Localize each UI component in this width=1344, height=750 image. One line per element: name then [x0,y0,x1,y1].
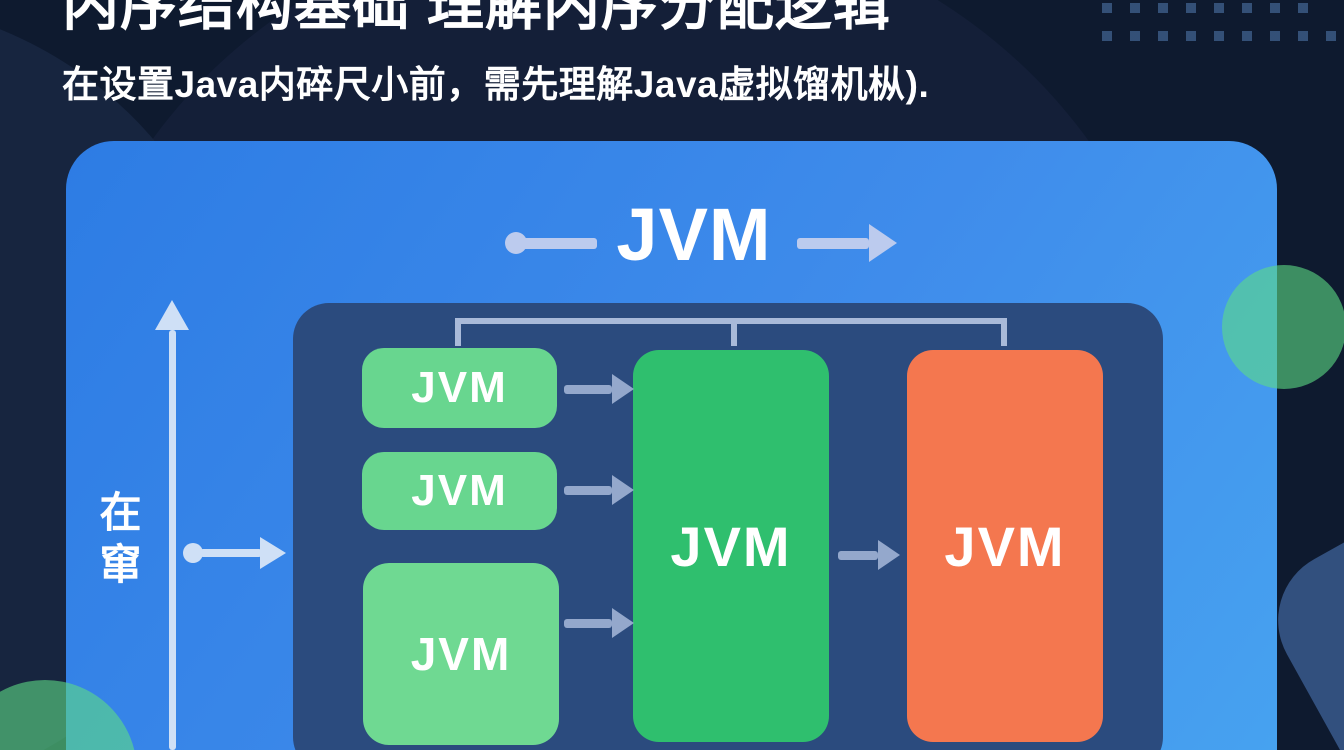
header-line-icon [515,238,597,249]
jvm-merged-box-label: JVM [670,514,792,578]
axis-vertical-label: 在窜 [94,490,141,594]
dot-grid-row-1 [1102,3,1308,13]
axis-horizontal-line [200,549,262,557]
flow-arrow-1-head-icon [612,374,634,404]
page-subtitle: 在设置Java内碎尺小前，需先理解Java虚拟馏机枞). [62,64,930,105]
bracket-tick-right [1001,318,1007,346]
flow-arrow-3-head-icon [612,608,634,638]
flow-arrow-3-icon [564,619,612,628]
jvm-small-box-1-label: JVM [411,363,508,412]
header-right-arrowhead-icon [869,224,897,262]
green-accent-circle-right [1222,265,1344,389]
jvm-tall-box-3: JVM [363,563,559,745]
axis-vertical-line [169,330,176,750]
flow-arrow-2-icon [564,486,612,495]
bracket-tick-left [455,318,461,346]
jvm-small-box-2-label: JVM [411,466,508,515]
jvm-result-box: JVM [907,350,1103,742]
jvm-tall-box-3-label: JVM [410,628,512,680]
axis-origin-dot-icon [183,543,203,563]
header-right-arrow-icon [797,238,869,249]
flow-arrow-2-head-icon [612,475,634,505]
bracket-tick-middle [731,318,737,346]
jvm-small-box-1: JVM [362,348,557,428]
page-title: 内序结构基础 理解内序分配逻辑 [62,0,891,37]
flow-arrow-4-icon [838,551,878,560]
jvm-header-label: JVM [616,193,772,276]
flow-arrow-4-head-icon [878,540,900,570]
dot-grid-row-2 [1102,31,1336,41]
jvm-merged-box: JVM [633,350,829,742]
jvm-result-box-label: JVM [944,514,1066,578]
jvm-small-box-2: JVM [362,452,557,530]
axis-up-arrowhead-icon [155,300,189,330]
flow-arrow-1-icon [564,385,612,394]
axis-right-arrowhead-icon [260,537,286,569]
